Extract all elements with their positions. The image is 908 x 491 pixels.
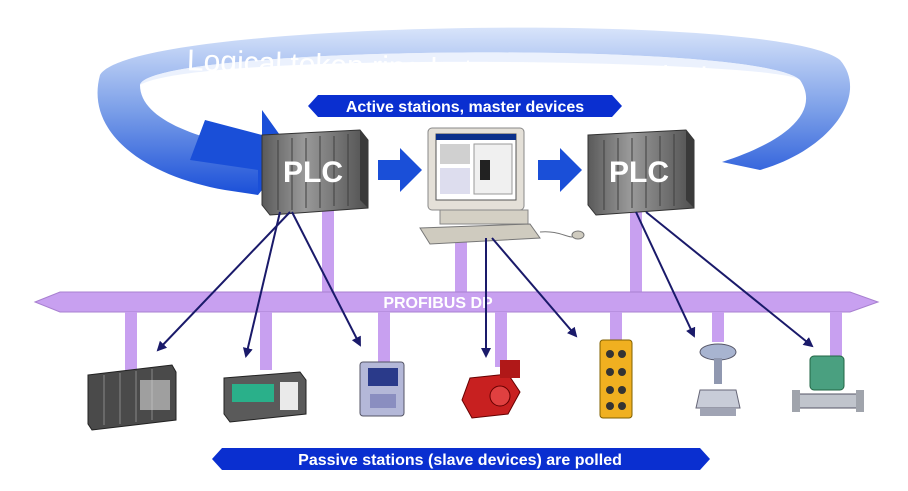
poll-arrows [156, 211, 814, 358]
keyboard-icon [419, 223, 541, 245]
slaves-banner: Passive stations (slave devices) are pol… [212, 448, 710, 470]
slaves-banner-label: Passive stations (slave devices) are pol… [298, 452, 622, 469]
bus-label: PROFIBUS DP [383, 295, 493, 312]
slave-module[interactable] [223, 371, 307, 423]
slave-analyzer[interactable] [359, 361, 405, 417]
plc-right-label: PLC [609, 156, 669, 189]
masters-banner-label: Active stations, master devices [346, 99, 584, 116]
token-arrow-2-icon [538, 148, 582, 192]
slave-drops [125, 312, 842, 378]
slave-valve[interactable] [695, 343, 741, 416]
slave-io-rack[interactable] [87, 364, 177, 431]
mouse-icon [571, 230, 585, 240]
profibus-bus: PROFIBUS DP [33, 291, 880, 313]
plc-left[interactable]: PLC [261, 129, 369, 216]
ring-band [97, 27, 851, 195]
slave-motor[interactable] [461, 360, 521, 419]
pc-workstation[interactable] [419, 127, 585, 245]
pc-base-icon [439, 209, 529, 225]
token-arrow-1-icon [378, 148, 422, 192]
slave-flowmeter[interactable] [792, 355, 864, 412]
masters-banner: Active stations, master devices [308, 95, 622, 117]
plc-right[interactable]: PLC [587, 129, 695, 216]
plc-left-label: PLC [283, 156, 343, 189]
slave-io-block[interactable] [599, 339, 633, 419]
